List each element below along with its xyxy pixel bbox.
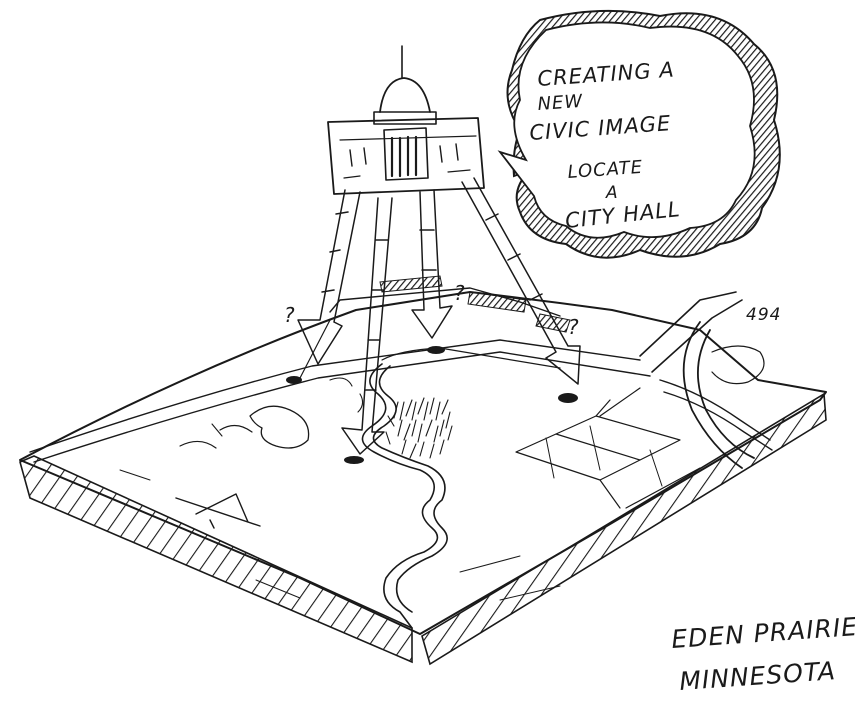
caption-line-2: MINNESOTA	[678, 656, 836, 696]
candidate-site-4	[558, 393, 578, 403]
question-mark-1: ?	[284, 303, 295, 327]
question-mark-2: ?	[454, 281, 465, 305]
lake-shoreline	[250, 406, 309, 448]
caption-line-1: EDEN PRAIRIE,	[670, 611, 855, 654]
candidate-site-1	[286, 376, 302, 384]
bubble-line-5: A	[605, 183, 619, 203]
highway-494-label: 494	[746, 305, 781, 325]
question-mark-3: ?	[568, 315, 579, 339]
candidate-site-3	[427, 346, 445, 354]
caption: EDEN PRAIRIE, MINNESOTA	[670, 611, 855, 696]
city-hall-building	[328, 46, 484, 194]
bubble-line-2: NEW	[537, 91, 584, 115]
candidate-site-2	[344, 456, 364, 464]
terrain-map	[20, 276, 826, 664]
speech-bubble: CREATING A NEW CIVIC IMAGE LOCATE A CITY…	[500, 11, 780, 258]
diagonal-road	[30, 320, 650, 462]
